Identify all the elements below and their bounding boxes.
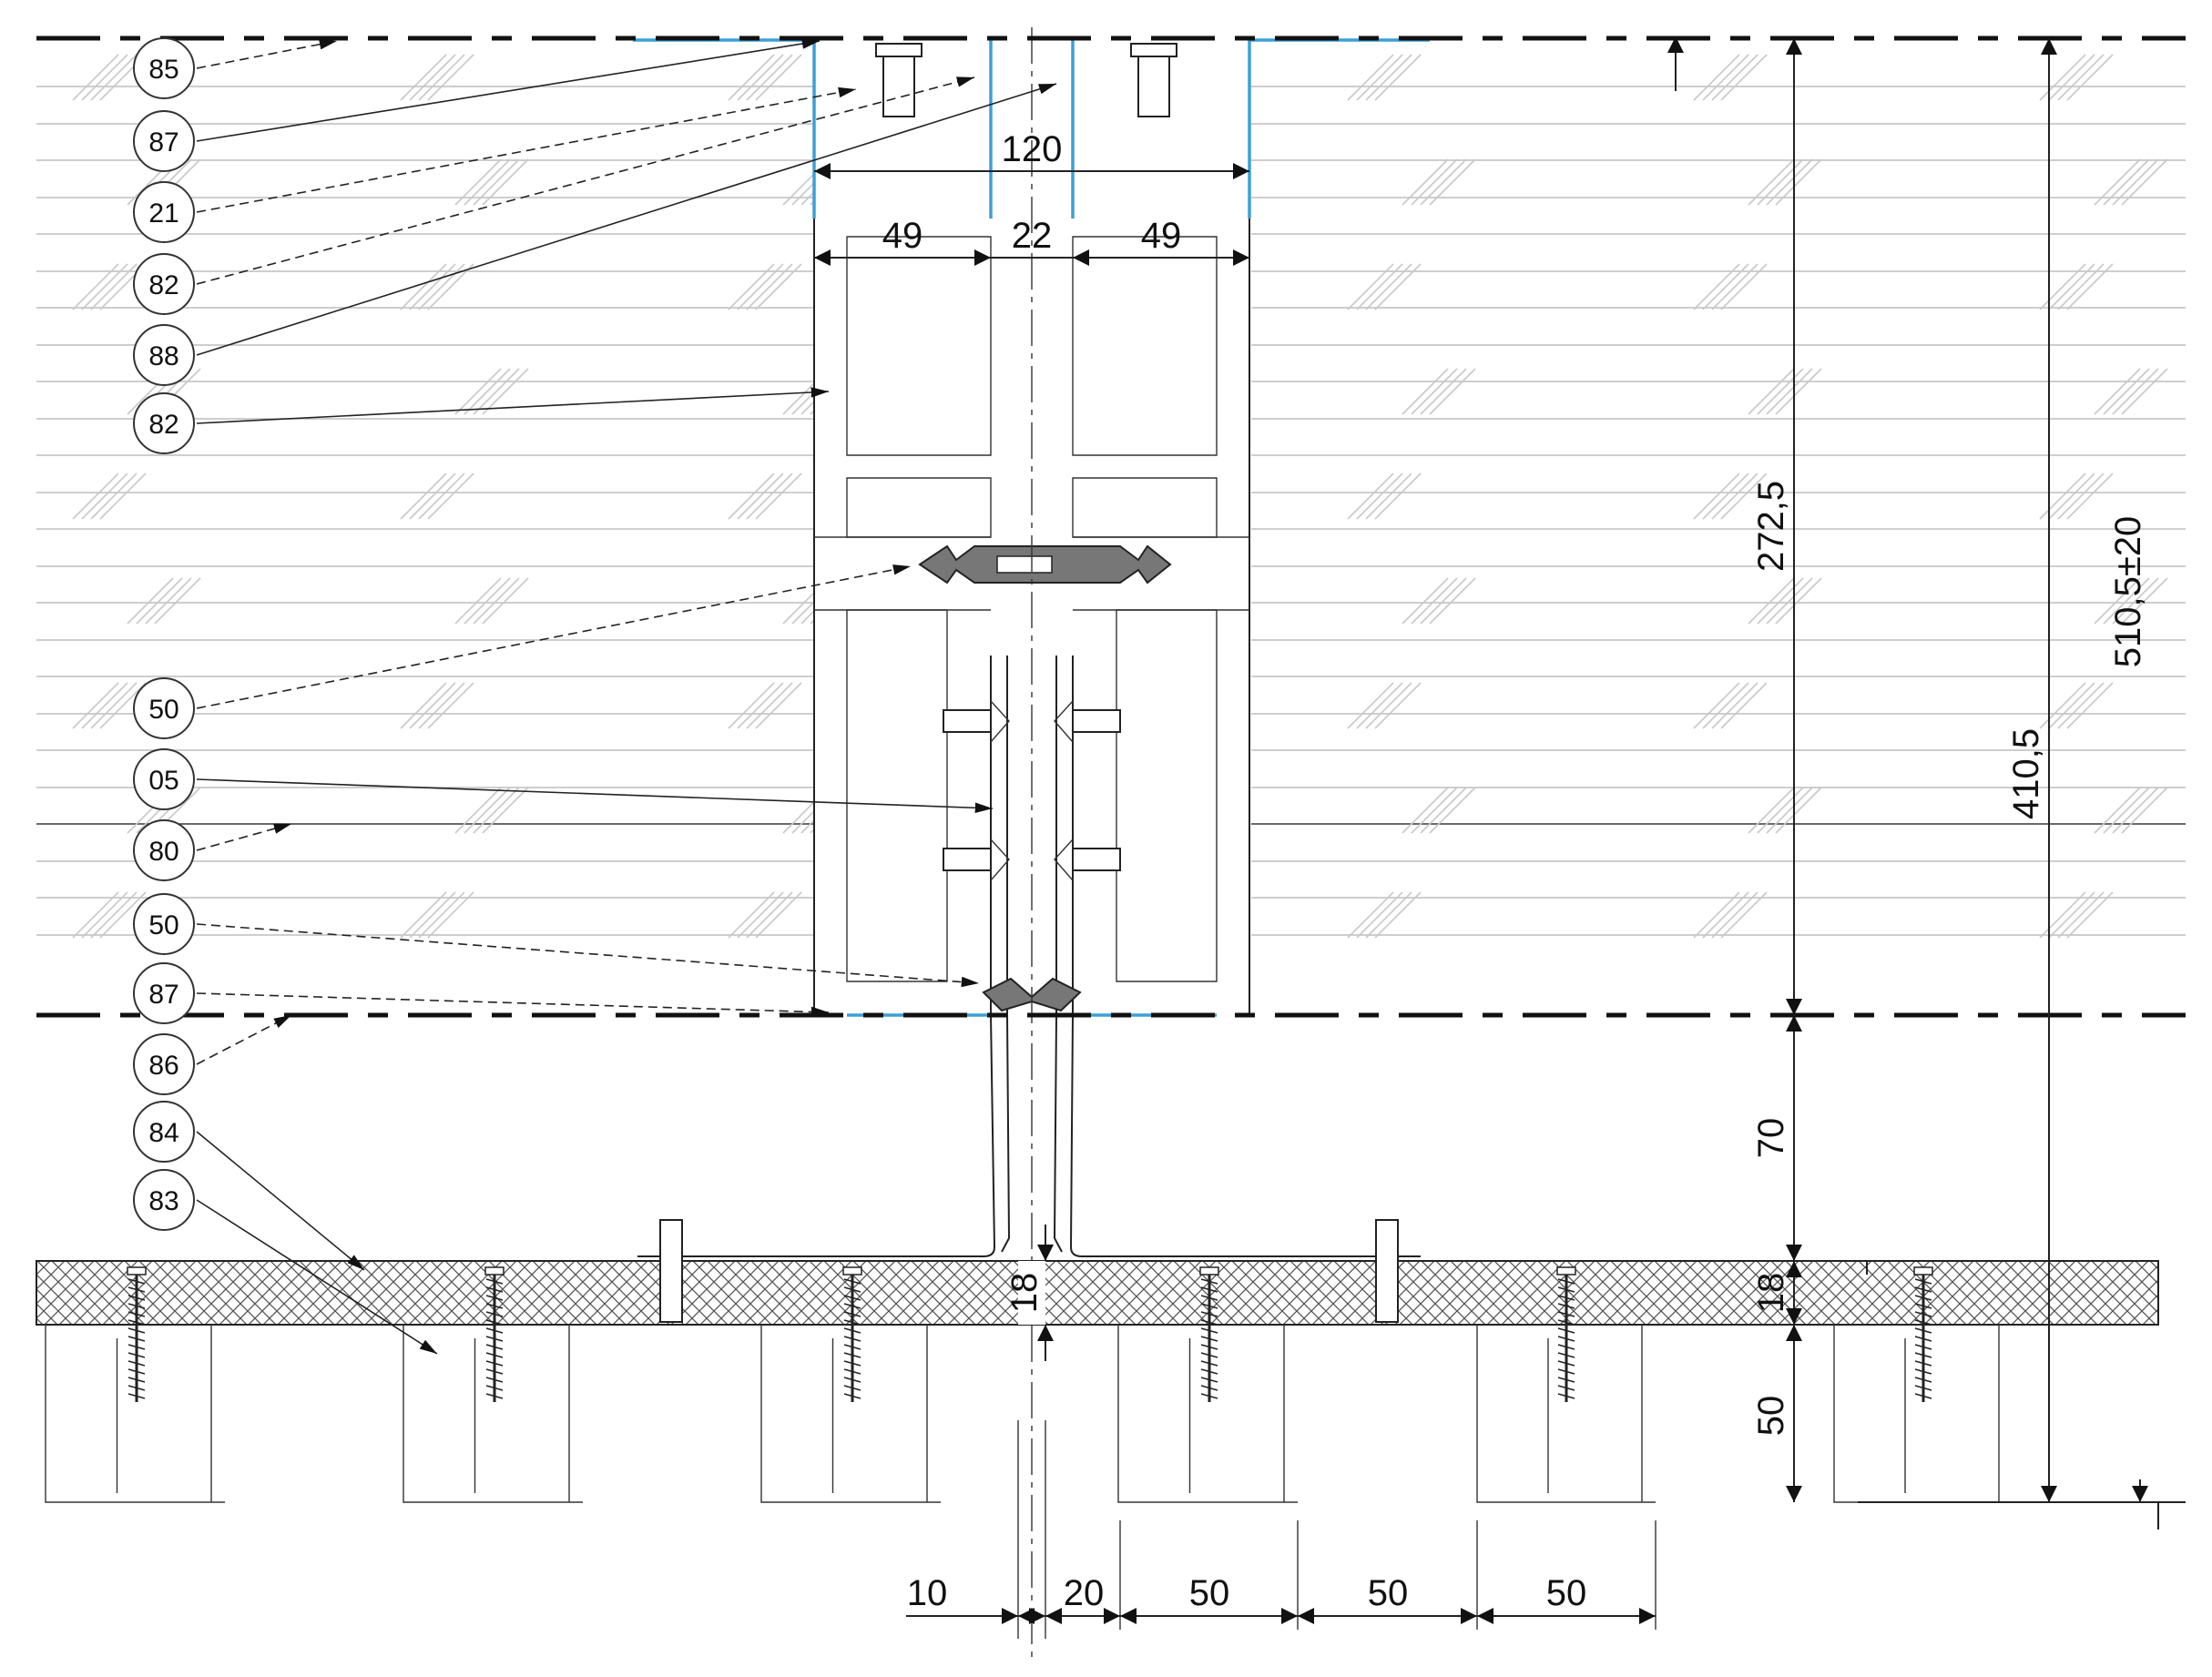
dim-20: 20 [1064, 1573, 1105, 1613]
bolt-icon [943, 700, 1121, 881]
dimension-lines [814, 36, 2186, 1639]
screw-icon [484, 1266, 505, 1402]
joist-outline [1117, 1325, 1298, 1503]
joist-outline [760, 1325, 941, 1503]
callout-bubble: 87 [133, 962, 830, 1024]
dim-510-5: 510,5±20 [2108, 516, 2148, 668]
callout-bubble: 87 [133, 38, 821, 172]
callout-label: 82 [148, 270, 178, 300]
callout-label: 82 [148, 410, 178, 440]
dim-70: 70 [1751, 1118, 1791, 1159]
callout-bubble: 83 [133, 1169, 438, 1355]
callout-bubble: 85 [133, 37, 338, 99]
substrate-screws [127, 1219, 1933, 1402]
dim-22: 22 [1012, 216, 1053, 256]
callout-label: 80 [148, 837, 178, 867]
screw-icon [1556, 1266, 1576, 1402]
callout-list: 85 87 21 82 88 82 50 05 80 50 87 86 84 83 [133, 37, 1057, 1355]
callout-bubble: 21 [133, 86, 857, 243]
screw-icon [1913, 1266, 1933, 1402]
screw-icon [1199, 1266, 1219, 1402]
dim-49-left: 49 [882, 216, 923, 256]
callout-bubble: 82 [133, 76, 975, 315]
callout-label: 50 [148, 910, 178, 940]
substrate [36, 1219, 2186, 1503]
callout-bubble: 84 [133, 1101, 365, 1271]
callout-label: 88 [148, 341, 178, 371]
dim-10: 10 [907, 1573, 948, 1613]
dim-49-right: 49 [1141, 216, 1182, 256]
screw-icon [842, 1266, 862, 1402]
joist-outline [1476, 1325, 1656, 1503]
callout-bubble: 50 [133, 893, 980, 988]
joist-outline [403, 1325, 583, 1503]
screw-icon [127, 1266, 147, 1402]
callout-label: 83 [148, 1186, 178, 1216]
callout-bubble: 86 [133, 1014, 292, 1095]
callout-bubble: 05 [133, 748, 994, 814]
dim-120: 120 [1002, 129, 1063, 169]
callout-bubble: 88 [133, 83, 1057, 386]
glass-layers [36, 86, 2186, 936]
callout-bubble: 82 [133, 387, 830, 454]
dim-50-a: 50 [1189, 1573, 1230, 1613]
mullion-profile [633, 27, 1430, 1657]
callout-label: 05 [148, 766, 178, 796]
callout-label: 86 [148, 1051, 178, 1081]
callout-label: 85 [148, 55, 178, 85]
top-bolt-icon [875, 43, 1177, 117]
joist-outline [45, 1325, 225, 1503]
dim-50-c: 50 [1546, 1573, 1587, 1613]
anchor-icon [1375, 1219, 1399, 1323]
callout-bubble: 80 [133, 819, 292, 881]
dim-18-right: 18 [1751, 1273, 1791, 1314]
callout-label: 87 [148, 980, 178, 1010]
callout-label: 50 [148, 695, 178, 725]
timber-joists [45, 1325, 2186, 1503]
callout-label: 87 [148, 127, 178, 158]
anchor-icon [659, 1219, 683, 1323]
dim-18-left: 18 [1004, 1273, 1045, 1314]
dim-272-5: 272,5 [1751, 481, 1791, 572]
dim-50-b: 50 [1368, 1573, 1409, 1613]
dim-410-5: 410,5 [2006, 728, 2046, 819]
callout-label: 21 [148, 198, 178, 229]
callout-bubble: 50 [133, 564, 912, 739]
dim-50-joist: 50 [1751, 1396, 1791, 1437]
callout-label: 84 [148, 1118, 178, 1148]
